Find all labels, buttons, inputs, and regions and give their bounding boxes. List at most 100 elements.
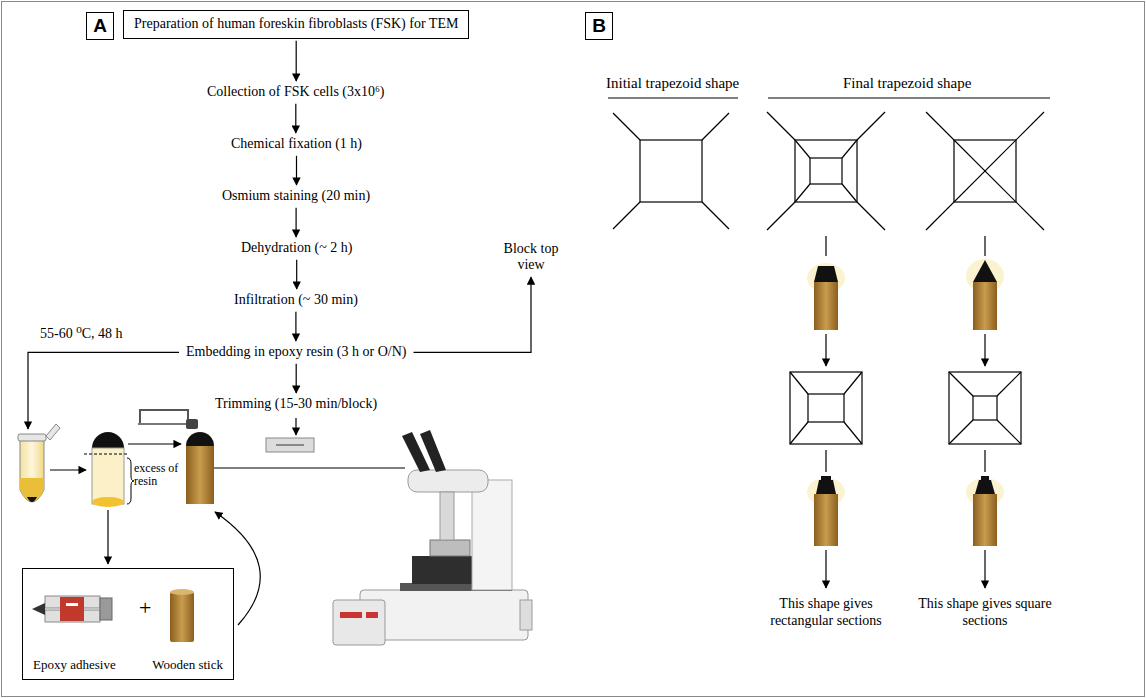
- title-box: Preparation of human foreskin fibroblast…: [123, 10, 469, 39]
- process-arrow: [50, 469, 86, 470]
- tube-original: [18, 424, 60, 502]
- flow-arrow: [296, 364, 297, 393]
- tube-original: [20, 440, 44, 502]
- annotation-label: This shape gives rectangular sections: [751, 596, 901, 630]
- razor-blade-icon: [266, 438, 314, 452]
- flow-arrows-b: [984, 450, 985, 472]
- initial-trapezoid-shape: [613, 202, 640, 229]
- ultramicrotome-illustration: [333, 430, 532, 645]
- initial-trapezoid-shape: [640, 140, 702, 202]
- epoxy-adhesive-icon: [32, 596, 112, 622]
- ultramicrotome-illustration: [472, 480, 512, 590]
- trimmed-block-icon: [975, 480, 995, 494]
- final-trapezoid-rectangular: [795, 140, 810, 158]
- final-trapezoid-square: [926, 112, 1044, 230]
- panel-letter-box: B: [585, 12, 613, 40]
- hacksaw-icon: [138, 410, 198, 429]
- node-text: Collection of FSK cells (3x10⁶): [207, 84, 385, 101]
- trimmed-face-shapes: [790, 372, 1021, 444]
- node-text: Preparation of human foreskin fibroblast…: [134, 16, 458, 33]
- trimmed-face-shapes: [808, 394, 844, 422]
- trimmed-face-shapes: [790, 422, 808, 444]
- flow-arrows-b: [825, 334, 826, 366]
- flow-arrow: [414, 277, 532, 352]
- trimmed-block-icon: [816, 480, 836, 494]
- node-text: A: [93, 15, 107, 38]
- step-text: Infiltration (~ 30 min): [231, 291, 361, 310]
- trimmed-block-icon: [814, 282, 838, 330]
- initial-trapezoid-shape: [613, 113, 640, 140]
- trimmed-block-icon: [807, 259, 1004, 546]
- epoxy-adhesive-icon: [32, 603, 45, 615]
- hacksaw-icon: [138, 423, 192, 425]
- step-text: Dehydration (~ 2 h): [238, 239, 355, 258]
- trimmed-face-shapes: [997, 420, 1021, 444]
- cut-tube: [92, 432, 124, 448]
- node-text: Epoxy adhesive: [33, 657, 116, 673]
- wooden-stick-icon: [170, 589, 194, 595]
- final-trapezoid-rectangular: [795, 184, 810, 202]
- process-line: [28, 352, 179, 429]
- cut-tube: [92, 497, 124, 507]
- node-text: Trimming (15-30 min/block): [215, 396, 377, 413]
- final-trapezoid-rectangular: [767, 112, 885, 230]
- cut-tube: [84, 432, 128, 507]
- final-trapezoid-rectangular: [810, 158, 842, 184]
- trimmed-face-shapes: [790, 372, 862, 444]
- tube-original: [18, 434, 46, 441]
- resin-bracket: [127, 458, 134, 504]
- trimmed-face-shapes: [949, 372, 973, 396]
- node-text: Block top view: [501, 241, 561, 273]
- ultramicrotome-illustration: [408, 470, 488, 492]
- final-trapezoid-rectangular: [842, 140, 857, 158]
- flow-arrows-b: [825, 550, 826, 588]
- final-trapezoid-rectangular: [767, 112, 795, 140]
- node-text: Dehydration (~ 2 h): [241, 240, 352, 257]
- trimmed-block-icon: [821, 476, 831, 481]
- panel-letter-box: A: [86, 12, 114, 40]
- flow-arrow: [295, 104, 296, 133]
- flow-arrows-b: [984, 236, 985, 256]
- node-text-part: Wooden stick: [152, 657, 223, 673]
- final-trapezoid-rectangular: [857, 202, 885, 230]
- node-text: Chemical fixation (1 h): [231, 136, 362, 153]
- flow-arrows-b: [825, 450, 826, 472]
- flow-arrows-b: [984, 334, 985, 366]
- flow-arrow: [295, 312, 296, 341]
- materials-box: Epoxy adhesive+Wooden stick: [22, 568, 234, 680]
- ultramicrotome-illustration: [520, 600, 532, 630]
- epoxy-adhesive-icon: [60, 597, 84, 621]
- ultramicrotome-illustration: [366, 612, 378, 618]
- node-text: Osmium staining (20 min): [222, 188, 370, 205]
- view-note: Block top view: [498, 240, 564, 274]
- final-trapezoid-rectangular: [767, 202, 795, 230]
- trimmed-block-icon: [973, 282, 997, 330]
- annotation-label: Final trapezoid shape: [843, 74, 971, 92]
- trimmed-block-icon: [973, 260, 997, 282]
- flow-arrows-b: [984, 550, 985, 588]
- panel-b-rules: [608, 98, 738, 99]
- flow-arrow: [296, 208, 297, 237]
- step-text: Chemical fixation (1 h): [228, 135, 365, 154]
- annotation-label: Initial trapezoid shape: [606, 74, 739, 92]
- panel-b-rules: [768, 98, 1050, 99]
- final-trapezoid-square: [926, 112, 1044, 230]
- trimming-arrow: [295, 418, 296, 435]
- trimmed-face-shapes: [973, 396, 997, 420]
- step-text: Collection of FSK cells (3x10⁶): [204, 83, 388, 102]
- ultramicrotome-illustration: [340, 612, 362, 618]
- mounted-block: [186, 446, 214, 504]
- final-trapezoid-square: [926, 112, 1044, 230]
- annotation-label: 55-60 ⁰C, 48 h: [40, 326, 123, 343]
- cut-tube: [84, 454, 128, 455]
- ultramicrotome-illustration: [333, 600, 385, 645]
- ultramicrotome-illustration: [440, 492, 454, 540]
- panel-b-rules: [608, 98, 1050, 99]
- trimmed-face-shapes: [949, 372, 1021, 444]
- hacksaw-icon: [186, 419, 198, 429]
- node-text: B: [592, 15, 606, 38]
- final-trapezoid-rectangular: [857, 112, 885, 140]
- razor-blade-icon: [276, 444, 304, 446]
